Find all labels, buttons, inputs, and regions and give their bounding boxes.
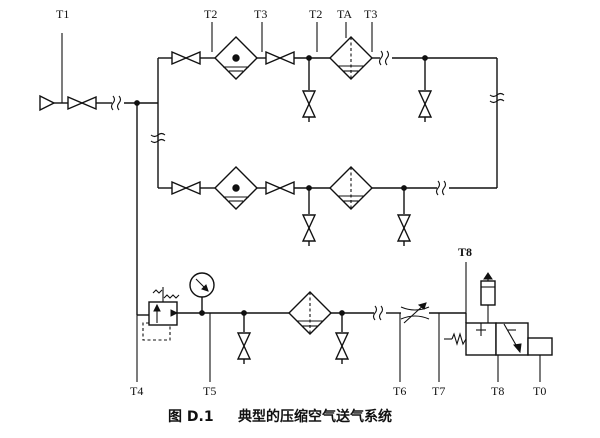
caption-title: 典型的压缩空气送气系统	[238, 408, 392, 425]
caption-figure-number: 图 D.1	[168, 409, 214, 425]
valve-lower-1	[171, 181, 201, 195]
pressure-regulator	[142, 287, 180, 341]
filter-lower-1	[214, 166, 258, 210]
filter-bottom	[288, 291, 332, 335]
filter-upper-1	[214, 36, 258, 80]
break-upper	[378, 50, 390, 66]
filter-lower-2	[329, 166, 373, 210]
drain-valve-upper-2	[418, 90, 432, 118]
check-valve-inlet	[39, 94, 68, 112]
drain-valve-upper-1	[302, 90, 316, 118]
label-t4: T4	[130, 384, 143, 398]
drain-valve-lower-2	[397, 214, 411, 242]
label-t0: T0	[533, 384, 546, 398]
label-t2-top: T2	[204, 7, 217, 21]
break-inlet	[110, 95, 122, 111]
label-t5: T5	[203, 384, 216, 398]
filter-upper-2	[329, 36, 373, 80]
label-ta: TA	[337, 7, 352, 21]
drain-valve-bottom-2	[335, 332, 349, 360]
valve-upper-1	[171, 51, 201, 65]
drain-valve-bottom-1	[237, 332, 251, 360]
label-t1: T1	[56, 7, 69, 21]
valve-inlet	[67, 96, 97, 110]
label-t2-top-b: T2	[309, 7, 322, 21]
drain-valve-lower-1	[302, 214, 316, 242]
label-t3-top: T3	[254, 7, 267, 21]
break-lower	[435, 180, 447, 196]
label-t3-top-b: T3	[364, 7, 377, 21]
directional-valve	[444, 272, 553, 356]
pressure-gauge	[189, 272, 215, 313]
label-t7: T7	[432, 384, 445, 398]
label-t6: T6	[393, 384, 406, 398]
throttle-valve	[400, 302, 430, 324]
label-t8-top: T8	[458, 245, 472, 259]
valve-upper-2	[265, 51, 295, 65]
label-t8-bottom: T8	[491, 384, 504, 398]
break-bottom	[372, 305, 384, 321]
valve-lower-2	[265, 181, 295, 195]
